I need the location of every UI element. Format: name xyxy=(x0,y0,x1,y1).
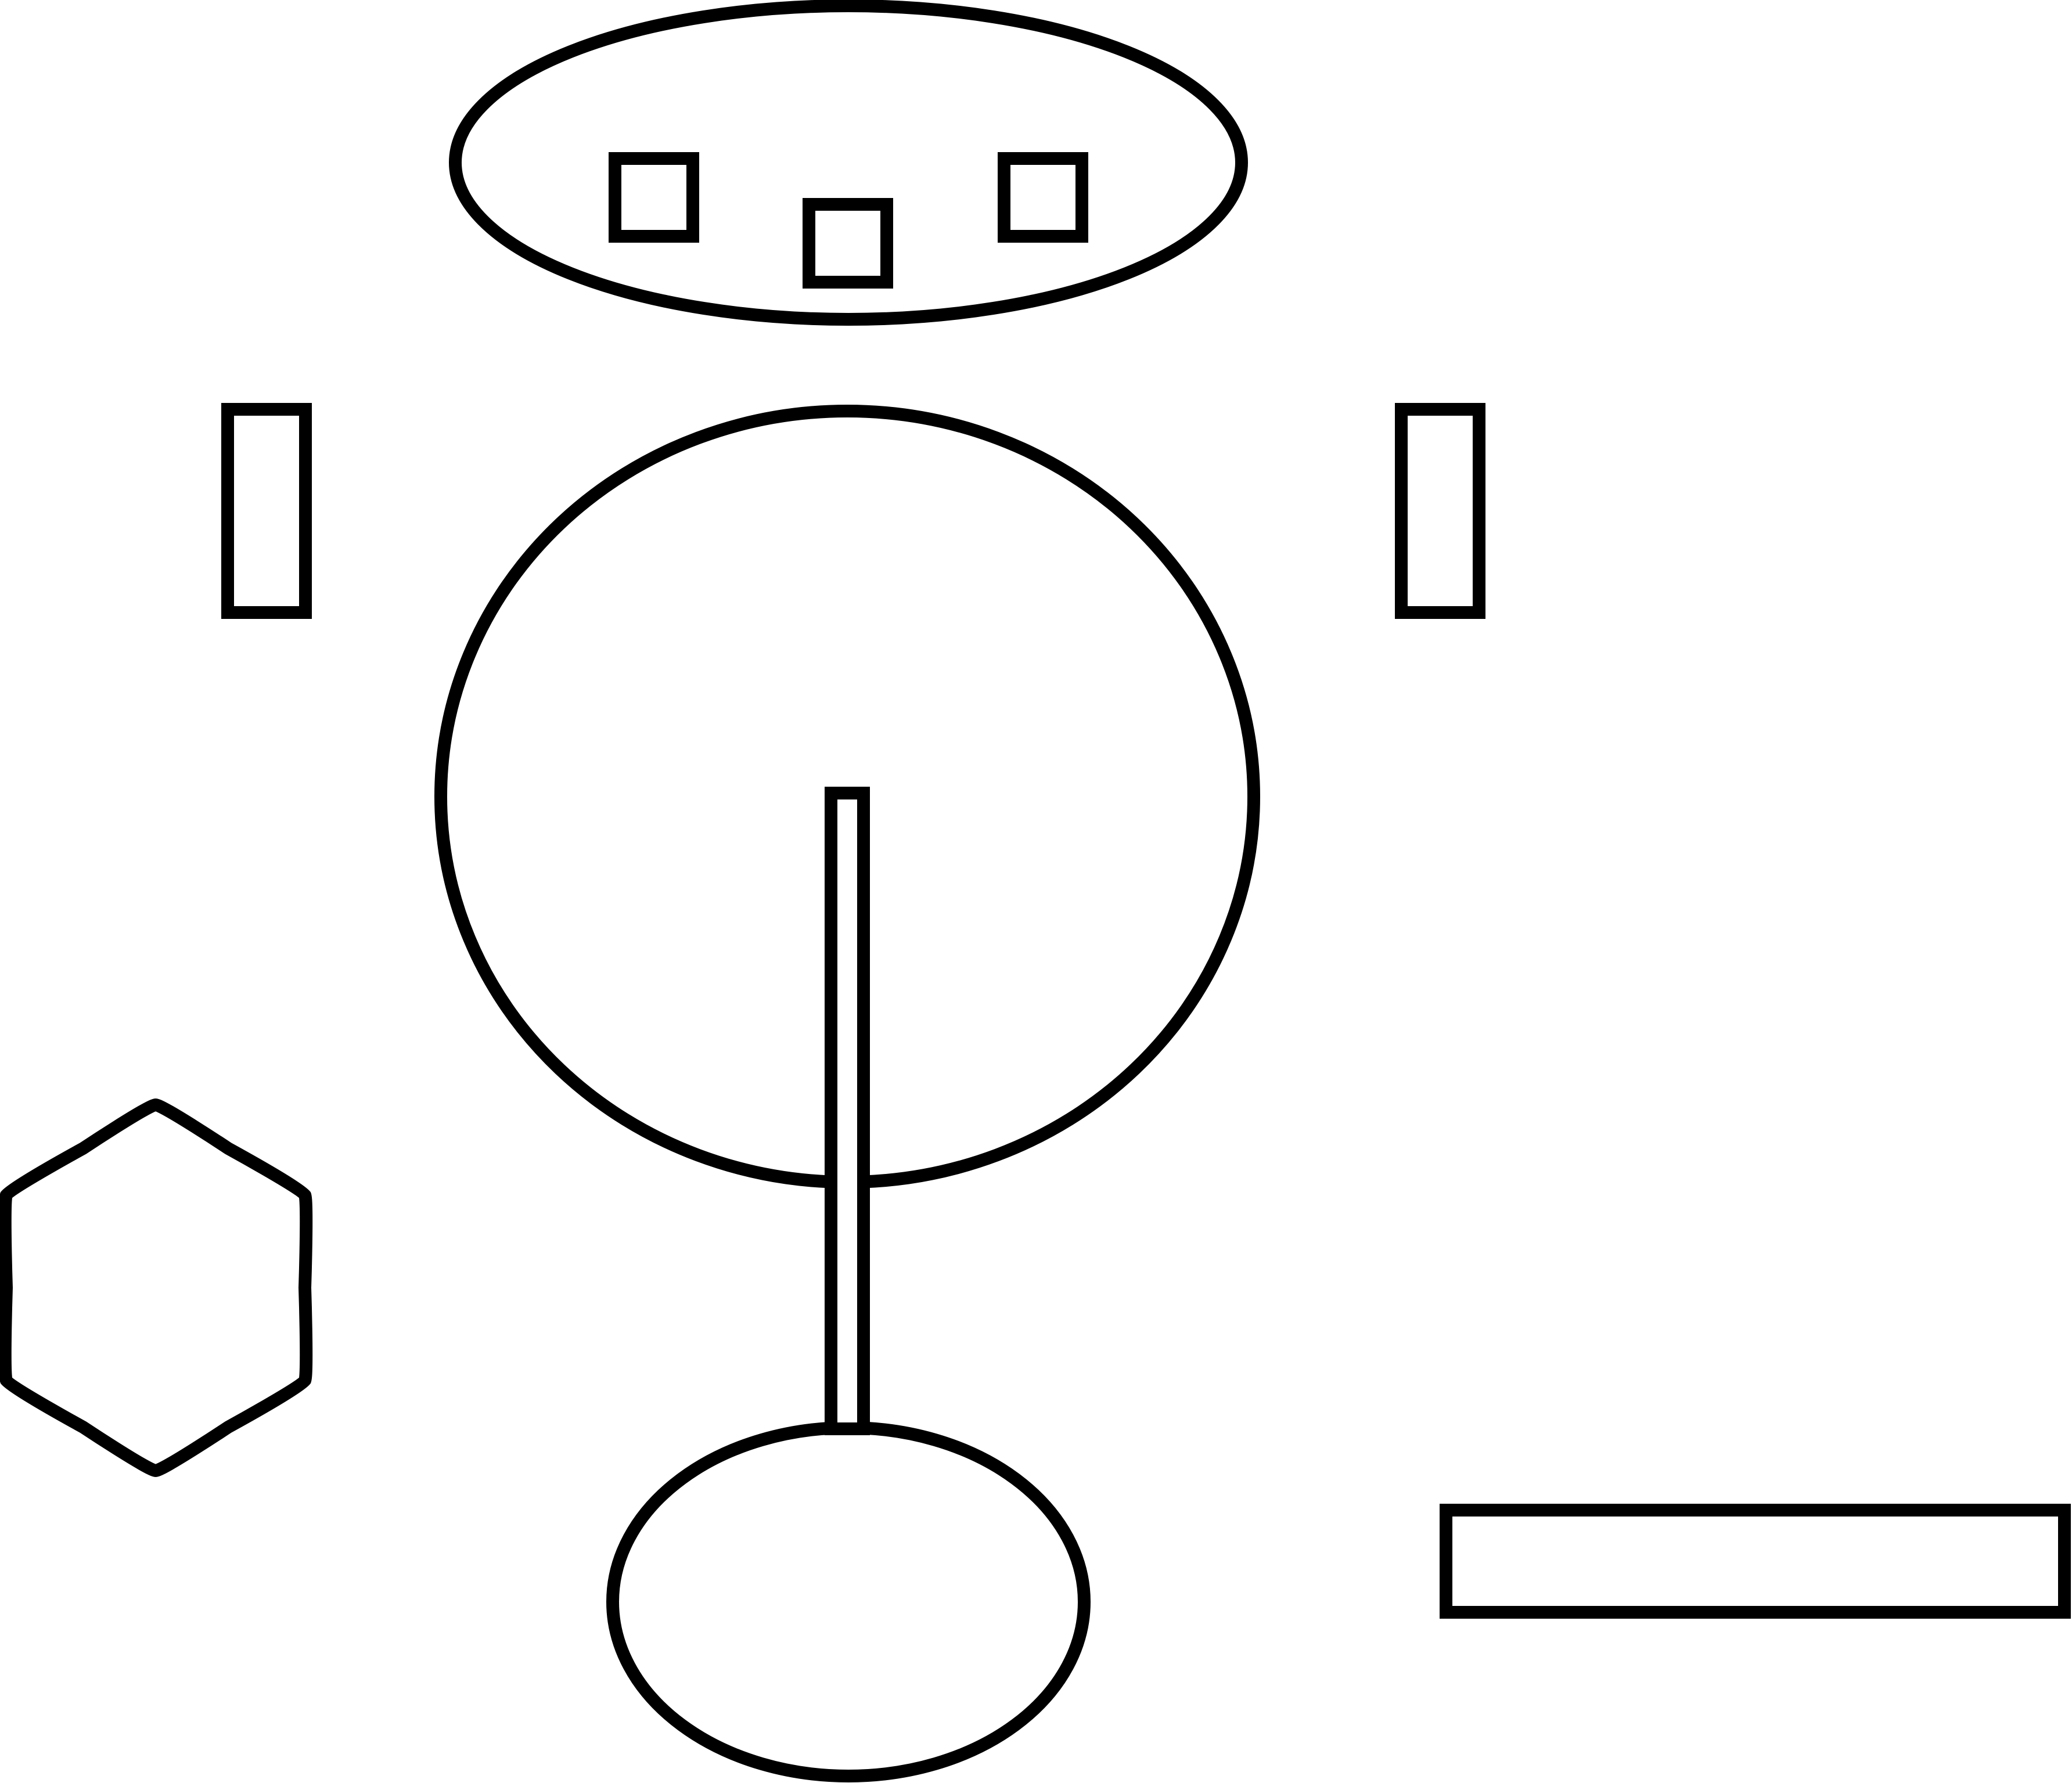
top-right-square xyxy=(998,152,1088,243)
bottom-ellipse xyxy=(606,1421,1091,1782)
top-center-square xyxy=(803,198,893,289)
left-hexagon xyxy=(0,1098,313,1478)
left-vertical-rectangle xyxy=(221,403,312,619)
top-left-square xyxy=(609,152,699,243)
bottom-right-horizontal-rectangle xyxy=(1440,1504,2071,1619)
right-vertical-rectangle xyxy=(1395,403,1485,619)
vertical-connector-bar xyxy=(825,787,870,1435)
